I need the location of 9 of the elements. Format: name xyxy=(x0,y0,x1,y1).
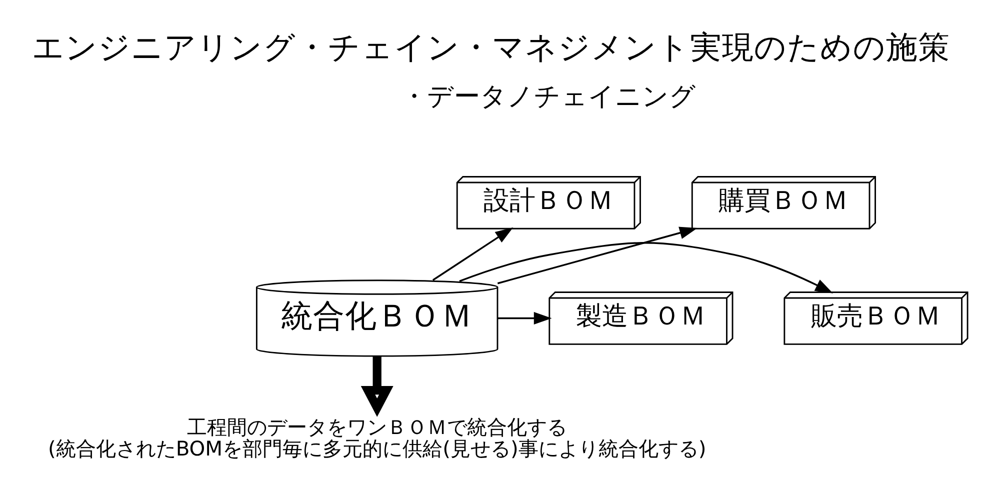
node-text: 工程間のデータをワンＢＯＭで統合化する xyxy=(187,415,568,440)
label: ・データノチェイニング xyxy=(401,82,696,112)
node-label: (統合化されたBOMを部門毎に多元的に供給(見せる)事により統合化する) xyxy=(48,436,706,461)
arrow xyxy=(432,227,514,281)
arrow xyxy=(497,226,698,284)
diagram-title: エンジニアリング・チェイン・マネジメント実現のための施策 xyxy=(32,30,950,66)
arrow xyxy=(498,312,552,324)
arrow xyxy=(360,356,394,417)
arrow xyxy=(459,242,834,294)
